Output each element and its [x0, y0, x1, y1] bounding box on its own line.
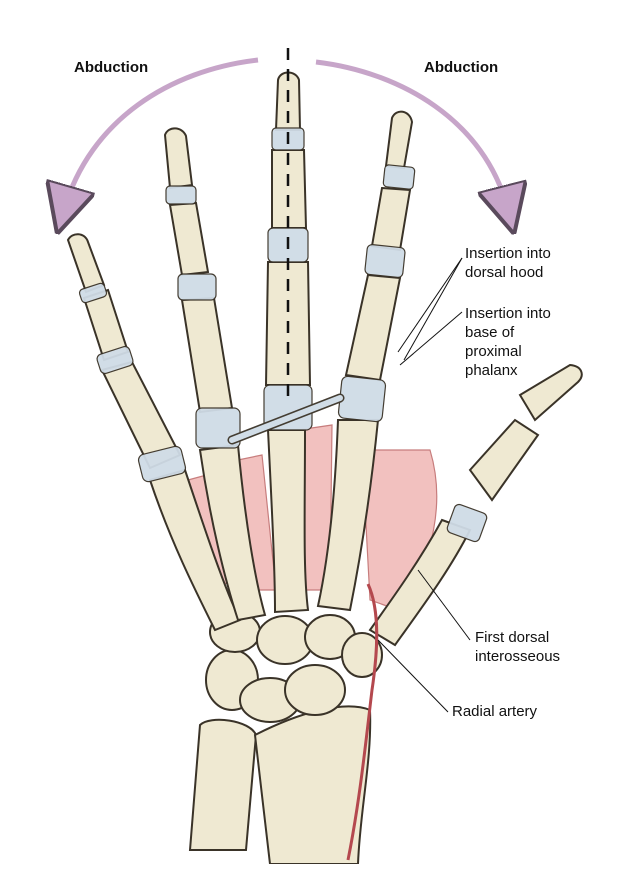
index-finger-phalanges [344, 110, 414, 382]
abduction-arrow-left-icon [64, 57, 259, 210]
abduction-arrow-right-icon [315, 59, 508, 210]
dorsal-hood-insertion-label: Insertion into dorsal hood [465, 245, 551, 281]
ulna-bone [188, 718, 258, 851]
ring-finger-phalanges [163, 127, 234, 414]
first-dorsal-interosseous-label: First dorsal interosseous [475, 629, 561, 665]
abduction-label-right: Abduction [424, 59, 499, 76]
carpal-bones [205, 611, 383, 723]
abduction-label-left: Abduction [74, 59, 149, 76]
radial-artery [346, 583, 379, 861]
proximal-phalanx-insertion-label: Insertion into base of proximal phalanx [465, 305, 551, 379]
radial-artery-label: Radial artery [452, 703, 538, 720]
metacarpal-bones [148, 419, 472, 647]
thumb-phalanges [468, 363, 583, 502]
leader-lines [377, 257, 471, 713]
joint-capsules [78, 127, 488, 543]
forearm-bones [188, 705, 372, 865]
